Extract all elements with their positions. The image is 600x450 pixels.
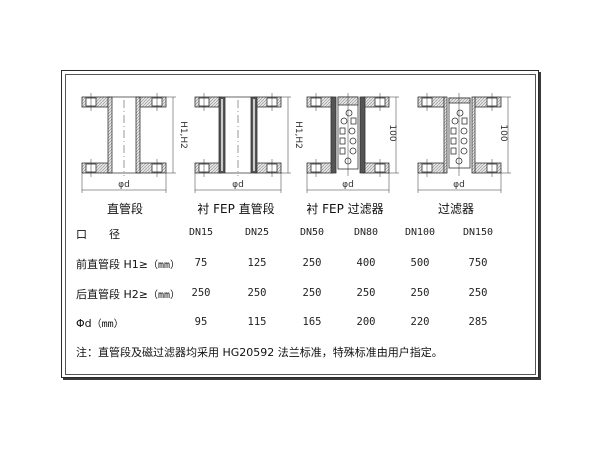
- caption-filter: 过滤器: [437, 202, 475, 216]
- header-cell: DN100: [404, 227, 436, 238]
- table-cell: 125: [247, 257, 267, 269]
- figure-2-height-label: H1,H2: [293, 121, 303, 149]
- table-cell: 250: [302, 257, 322, 269]
- table-cell: 95: [194, 316, 208, 328]
- table-cell: 400: [356, 257, 376, 269]
- table-cell: 75: [194, 257, 208, 269]
- row-label-unit: （mm）: [147, 290, 181, 301]
- row-label-text: 后直管段 H2≥: [76, 288, 148, 301]
- table-cell: 500: [410, 257, 430, 269]
- filter-drawing: [417, 93, 511, 193]
- header-cell: DN25: [244, 227, 270, 238]
- table-cell: 115: [247, 316, 267, 328]
- figure-4-height-label: 100: [498, 124, 508, 141]
- figure-3-diameter-label: φd: [342, 180, 354, 190]
- caption-fep-lined-pipe: 衬 FEP 直管段: [197, 202, 275, 216]
- table-cell: 250: [410, 287, 430, 299]
- figure-2-diameter-label: φd: [232, 180, 244, 190]
- footnote: 注：直管段及磁过滤器均采用 HG20592 法兰标准，特殊标准由用户指定。: [76, 346, 443, 359]
- table-cell: 250: [247, 287, 267, 299]
- table-cell: 200: [356, 316, 376, 328]
- table-cell: 250: [468, 287, 488, 299]
- figure-1-height-label: H1,H2: [178, 121, 188, 149]
- row-label-front-straight: 前直管段 H1≥（mm）: [76, 256, 180, 272]
- figure-3-height-label: 100: [387, 124, 397, 141]
- row-label-unit: （mm）: [91, 319, 124, 330]
- table-cell: 165: [302, 316, 322, 328]
- header-cell: DN50: [299, 227, 325, 238]
- figure-4-diameter-label: φd: [453, 180, 465, 190]
- header-cell: DN150: [462, 227, 494, 238]
- table-cell: 250: [302, 287, 322, 299]
- header-cell: DN80: [353, 227, 379, 238]
- fep-lined-filter-drawing: [306, 93, 399, 193]
- table-cell: 750: [468, 257, 488, 269]
- table-cell: 285: [468, 316, 488, 328]
- row-label-unit: （mm）: [147, 260, 181, 271]
- header-cell: DN15: [188, 227, 214, 238]
- row-label-bore: 口 径: [76, 228, 120, 241]
- table-cell: 250: [356, 287, 376, 299]
- spec-frame: [61, 70, 539, 378]
- table-cell: 220: [410, 316, 430, 328]
- fep-lined-pipe-drawing: [194, 93, 291, 193]
- row-label-rear-straight: 后直管段 H2≥（mm）: [76, 286, 180, 302]
- spec-frame-inner-border: [65, 74, 536, 375]
- figure-1-diameter-label: φd: [118, 180, 130, 190]
- row-label-diameter: Φd（mm）: [76, 315, 124, 330]
- row-label-text: Φd: [76, 317, 92, 330]
- straight-pipe-drawing: [81, 93, 176, 193]
- row-label-text: 前直管段 H1≥: [76, 258, 148, 271]
- caption-straight-pipe: 直管段: [106, 202, 144, 216]
- table-cell: 250: [191, 287, 211, 299]
- caption-fep-lined-filter: 衬 FEP 过滤器: [306, 202, 384, 216]
